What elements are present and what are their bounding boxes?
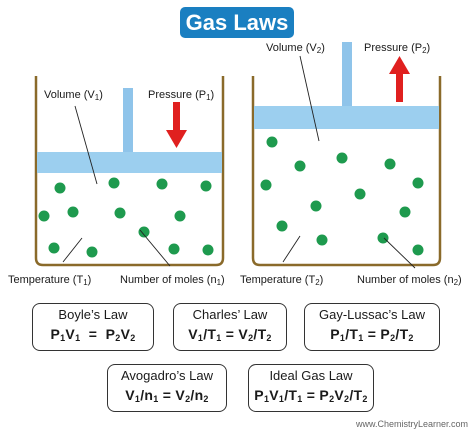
gas-molecule bbox=[377, 232, 389, 244]
molecules-2 bbox=[260, 136, 424, 256]
piston-2-rod bbox=[342, 42, 352, 106]
temperature-1-pointer bbox=[62, 237, 83, 263]
pressure-2-label: Pressure (P2) bbox=[364, 42, 431, 55]
law-name: Ideal Gas Law bbox=[269, 368, 353, 383]
gas-molecule bbox=[114, 207, 126, 219]
piston-1-rod bbox=[123, 88, 133, 152]
volume-1-label: Volume (V1) bbox=[44, 89, 103, 102]
gas-molecule bbox=[316, 234, 328, 246]
gas-molecule bbox=[336, 152, 348, 164]
temperature-2-pointer bbox=[282, 235, 301, 263]
law-equation: P1V1 = P2V2 bbox=[50, 326, 136, 343]
law-equation: P1/T1 = P2/T2 bbox=[330, 326, 414, 343]
gas-molecule bbox=[384, 158, 396, 170]
gas-molecule bbox=[138, 226, 150, 238]
gas-molecule bbox=[200, 180, 212, 192]
gas-molecule bbox=[412, 244, 424, 256]
gas-molecule bbox=[260, 179, 272, 191]
container-2-wall bbox=[251, 76, 442, 267]
gas-molecule bbox=[54, 182, 66, 194]
law-name: Avogadro’s Law bbox=[120, 368, 214, 383]
gas-molecule bbox=[67, 206, 79, 218]
piston-1 bbox=[37, 152, 222, 173]
container-1-wall bbox=[34, 76, 225, 267]
gas-molecule bbox=[202, 244, 214, 256]
law-box-boyles: Boyle’s Law P1V1 = P2V2 bbox=[32, 303, 154, 351]
gas-molecule bbox=[156, 178, 168, 190]
law-equation: V1/n1 = V2/n2 bbox=[125, 387, 209, 404]
moles-1-label: Number of moles (n1) bbox=[120, 274, 225, 287]
moles-2-label: Number of moles (n2) bbox=[357, 274, 462, 287]
gas-molecule bbox=[48, 242, 60, 254]
gas-molecule bbox=[86, 246, 98, 258]
gas-molecule bbox=[174, 210, 186, 222]
law-box-gay-lussac: Gay-Lussac’s Law P1/T1 = P2/T2 bbox=[304, 303, 440, 351]
gas-molecule bbox=[276, 220, 288, 232]
volume-2-pointer bbox=[299, 55, 320, 142]
gas-molecule bbox=[266, 136, 278, 148]
container-2 bbox=[251, 42, 442, 269]
gas-molecule bbox=[354, 188, 366, 200]
gas-molecule bbox=[294, 160, 306, 172]
gas-molecule bbox=[38, 210, 50, 222]
law-equation: P1V1/T1 = P2V2/T2 bbox=[254, 387, 368, 404]
gas-molecule bbox=[412, 177, 424, 189]
temperature-1-label: Temperature (T1) bbox=[8, 274, 92, 287]
gas-molecule bbox=[399, 206, 411, 218]
gas-molecule bbox=[310, 200, 322, 212]
pressure-1-arrow bbox=[166, 102, 187, 148]
page-title: Gas Laws bbox=[180, 7, 294, 38]
gas-molecule bbox=[108, 177, 120, 189]
pressure-1-label: Pressure (P1) bbox=[148, 89, 215, 102]
law-name: Charles’ Law bbox=[192, 307, 268, 322]
law-box-charles: Charles’ Law V1/T1 = V2/T2 bbox=[173, 303, 287, 351]
temperature-2-label: Temperature (T2) bbox=[240, 274, 324, 287]
volume-2-label: Volume (V2) bbox=[266, 42, 325, 55]
moles-2-pointer bbox=[383, 237, 416, 269]
law-equation: V1/T1 = V2/T2 bbox=[188, 326, 272, 343]
law-box-avogadro: Avogadro’s Law V1/n1 = V2/n2 bbox=[107, 364, 227, 412]
gas-molecule bbox=[168, 243, 180, 255]
pressure-2-arrow bbox=[389, 56, 410, 102]
molecules-1 bbox=[38, 177, 214, 258]
container-1 bbox=[34, 76, 225, 267]
piston-2 bbox=[254, 106, 439, 129]
law-box-ideal-gas: Ideal Gas Law P1V1/T1 = P2V2/T2 bbox=[248, 364, 374, 412]
credit-text: www.ChemistryLearner.com bbox=[355, 419, 468, 429]
law-name: Gay-Lussac’s Law bbox=[319, 307, 425, 322]
volume-1-pointer bbox=[74, 105, 98, 185]
law-name: Boyle’s Law bbox=[58, 307, 128, 322]
moles-1-pointer bbox=[139, 229, 171, 267]
